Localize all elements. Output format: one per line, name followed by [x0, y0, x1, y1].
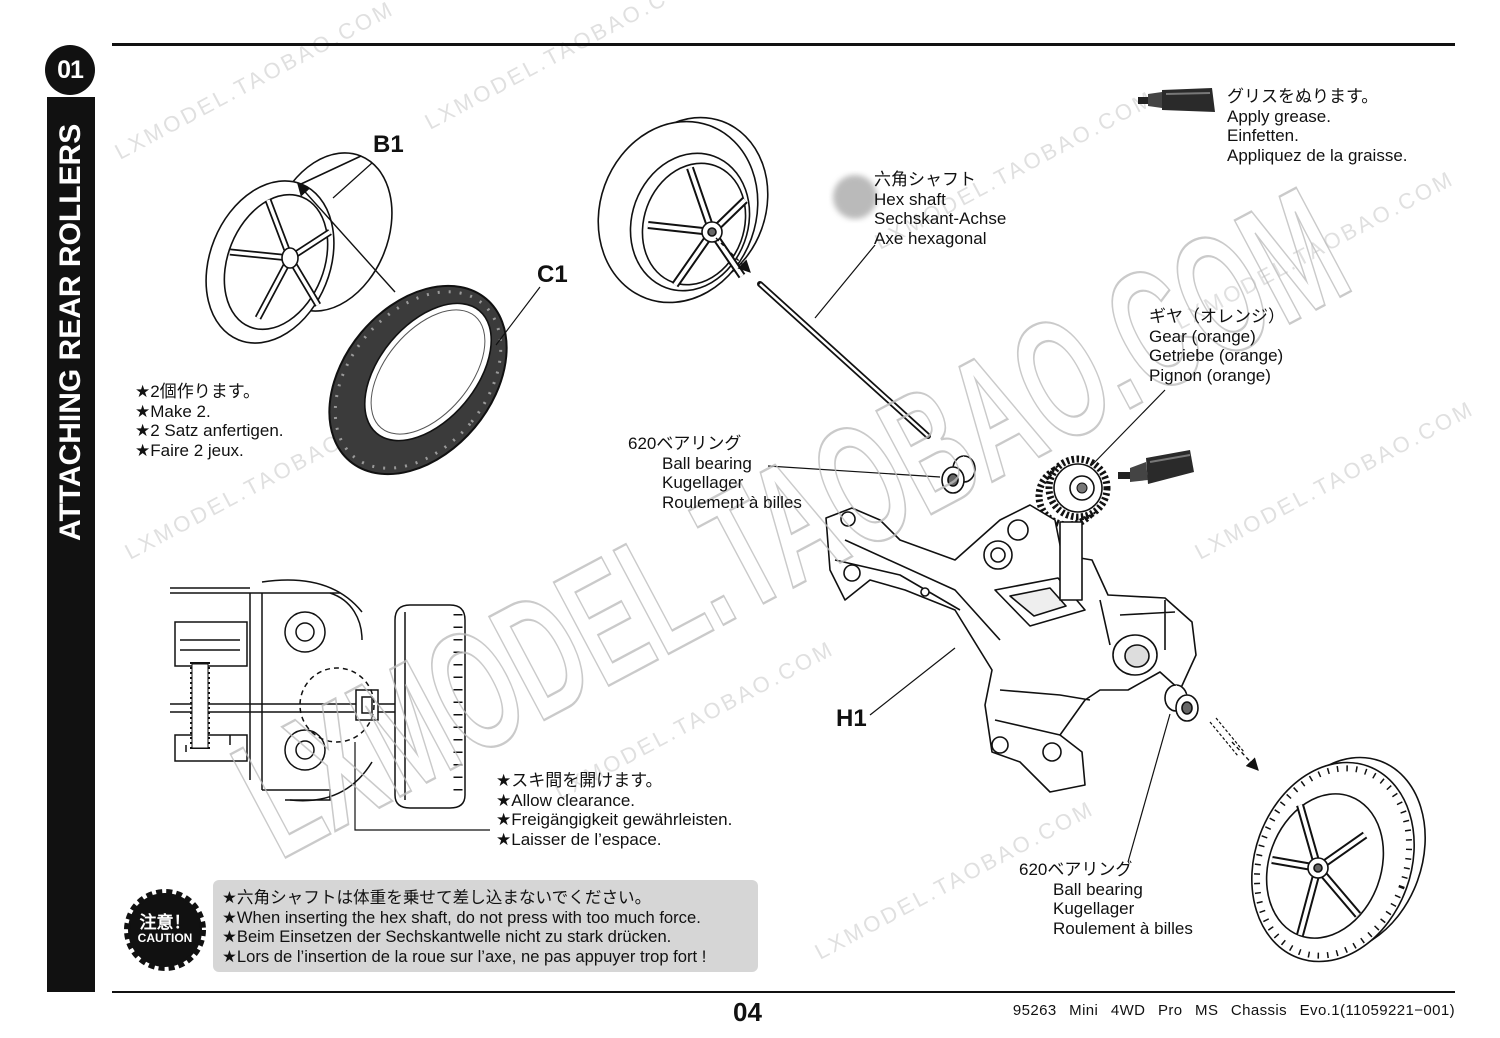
- label-line: Sechskant-Achse: [874, 209, 1007, 228]
- label-line: Pignon (orange): [1149, 365, 1271, 385]
- note-line: ★Freigängigkeit gewährleisten.: [496, 810, 733, 829]
- bottom-insert-arrow: [1231, 741, 1259, 771]
- wheel-bottom: [1251, 756, 1426, 963]
- page-number: 04: [733, 997, 762, 1027]
- caution-line: ★六角シャフトは体重を乗せて差し込まないでください。: [222, 888, 652, 907]
- label-bearing-bottom: 620ベアリング Ball bearing Kugellager Rouleme…: [1019, 860, 1193, 938]
- label-line: Roulement à billes: [1053, 918, 1193, 938]
- grease-tube-icon: [1138, 88, 1215, 112]
- note-line: ★Faire 2 jeux.: [135, 440, 244, 460]
- label-line: Getriebe (orange): [1149, 346, 1284, 365]
- clearance-tire: [394, 604, 466, 809]
- caution-line: ★Lors de l’insertion de la roue sur l’ax…: [222, 946, 707, 966]
- clearance-leader: [354, 742, 490, 831]
- h1-leader: [869, 647, 956, 716]
- note-line: ★スキ間を開けます。: [496, 771, 663, 790]
- label-line: Hex shaft: [874, 189, 946, 209]
- watermark-small: LXMODEL.TAOBAO.COM: [111, 0, 399, 164]
- watermark-large: LXMODEL.TAOBAO.COM: [207, 152, 1375, 893]
- grease-tube-icon: [1118, 450, 1194, 484]
- note-make-two: ★2個作ります。 ★Make 2. ★2 Satz anfertigen. ★F…: [135, 382, 284, 460]
- chassis-h1: [825, 504, 1197, 793]
- label-line: 620ベアリング: [1019, 860, 1133, 879]
- wheel-top-spokes: [647, 166, 748, 288]
- label-line: Ball bearing: [1053, 879, 1143, 899]
- note-line: ★Allow clearance.: [496, 790, 636, 810]
- label-line: 620ベアリング: [628, 434, 742, 453]
- note-line: Appliquez de la graisse.: [1227, 145, 1408, 165]
- note-clearance: ★スキ間を開けます。 ★Allow clearance. ★Freigängig…: [496, 771, 732, 849]
- label-line: Axe hexagonal: [874, 228, 987, 248]
- label-line: Ball bearing: [662, 453, 752, 473]
- label-gear: ギヤ（オレンジ） Gear (orange) Getriebe (orange)…: [1149, 307, 1285, 385]
- top-rule: [112, 43, 1455, 46]
- caution-badge-jp: 注意！: [139, 913, 191, 933]
- bearing-bottom-leader: [1127, 713, 1171, 863]
- label-line: Gear (orange): [1149, 326, 1256, 346]
- label-line: Kugellager: [1053, 899, 1135, 918]
- tire-c1: [328, 284, 508, 476]
- note-line: ★Laisser de l’espace.: [496, 829, 662, 849]
- wheel-bottom-spokes: [1271, 803, 1368, 937]
- wheel-top: [597, 116, 769, 304]
- bottom-rule: [112, 991, 1455, 993]
- note-line: Apply grease.: [1227, 106, 1331, 126]
- clearance-diagram: [170, 579, 490, 831]
- label-line: Roulement à billes: [662, 492, 802, 512]
- rim-spokes: [229, 198, 332, 320]
- part-label-c1: C1: [537, 261, 568, 288]
- roller-lower: [284, 729, 326, 771]
- note-line: ★Make 2.: [135, 401, 211, 421]
- roller-upper: [284, 611, 326, 653]
- top-insert-arrow: [715, 237, 751, 273]
- label-hex-shaft: 六角シャフト Hex shaft Sechskant-Achse Axe hex…: [874, 170, 1006, 248]
- caution-text: ★六角シャフトは体重を乗せて差し込まないでください。 ★When inserti…: [222, 888, 706, 966]
- gear-orange: [1035, 455, 1111, 561]
- note-line: ★2個作ります。: [135, 382, 260, 401]
- bearing-top-leader: [767, 465, 941, 478]
- step-number: 01: [45, 45, 95, 95]
- caution-badge-en: CAUTION: [137, 931, 193, 945]
- note-line: Einfetten.: [1227, 126, 1299, 145]
- hex-shaft: [757, 281, 931, 439]
- note-grease: グリスをぬります。 Apply grease. Einfetten. Appli…: [1227, 87, 1408, 165]
- c1-leader: [495, 286, 541, 346]
- part-label-h1: H1: [836, 705, 867, 732]
- caution-line: ★When inserting the hex shaft, do not pr…: [222, 907, 701, 927]
- label-bearing-top: 620ベアリング Ball bearing Kugellager Rouleme…: [628, 434, 802, 512]
- bearing-bottom: [1164, 684, 1199, 722]
- hex-shaft-leader: [814, 244, 876, 319]
- label-line: ギヤ（オレンジ）: [1149, 307, 1285, 326]
- step-title-bar: [47, 97, 95, 992]
- watermark-small: LXMODEL.TAOBAO.COM: [1191, 396, 1479, 565]
- watermark-small: LXMODEL.TAOBAO.COM: [421, 0, 709, 134]
- hex-shaft-callout-dot: [833, 175, 877, 219]
- bearing-top: [941, 455, 976, 494]
- caution-line: ★Beim Einsetzen der Sechskantwelle nicht…: [222, 927, 672, 946]
- caution-badge-icon: [124, 889, 206, 971]
- product-code: 95263 Mini 4WD Pro MS Chassis Evo.1(1105…: [1012, 1002, 1455, 1019]
- label-line: Kugellager: [662, 473, 744, 492]
- part-label-b1: B1: [373, 131, 404, 158]
- gear-leader: [1091, 389, 1166, 466]
- b1-arrow: [297, 183, 396, 293]
- label-line: 六角シャフト: [874, 170, 976, 189]
- bottom-shaft-stub: [1209, 717, 1245, 757]
- b1-leader: [332, 162, 373, 199]
- clearance-highlight: [299, 667, 375, 743]
- note-line: ★2 Satz anfertigen.: [135, 421, 284, 440]
- note-line: グリスをぬります。: [1227, 87, 1379, 106]
- step-title: ATTACHING REAR ROLLERS: [54, 123, 87, 541]
- rim-hub: [281, 247, 299, 269]
- caution-box: [213, 880, 758, 972]
